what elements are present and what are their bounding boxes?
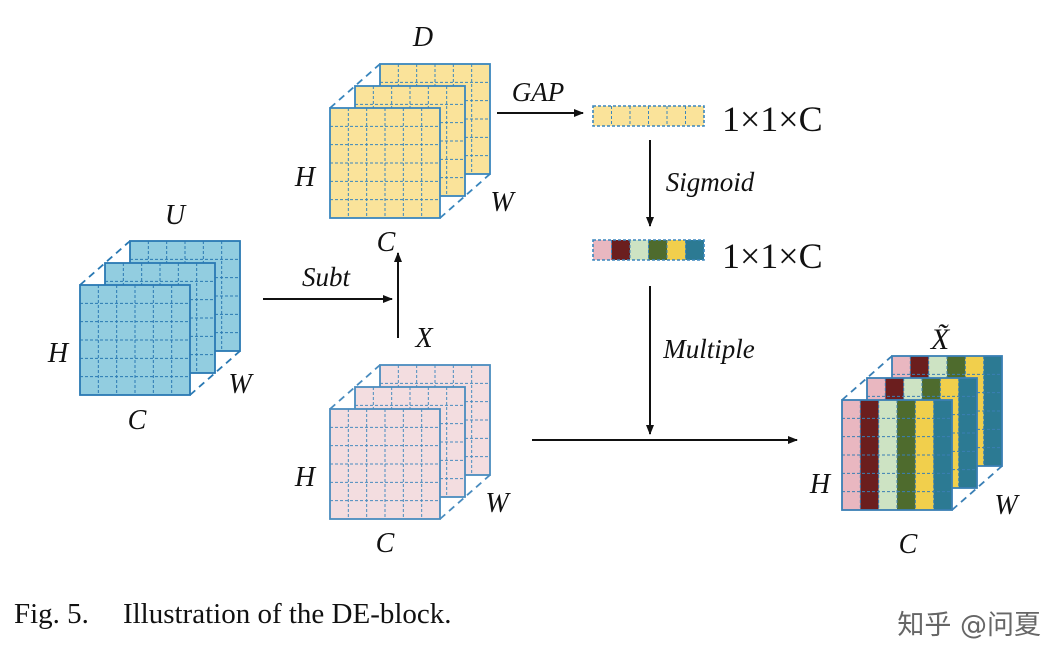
vector-cell	[685, 106, 704, 126]
de-block-diagram: U H W C D H W C X H W C X̃ H W C GAP Sig…	[47, 22, 1020, 560]
figure-caption: Fig. 5. Illustration of the DE-block.	[14, 598, 452, 631]
figure-number: Fig. 5.	[14, 598, 89, 630]
slice-border	[329, 107, 441, 219]
tensor-d	[329, 63, 491, 219]
label-x-c: C	[376, 528, 395, 559]
vector-sigmoid	[592, 239, 705, 261]
slice-border	[841, 399, 953, 511]
label-vec2-dim: 1×1×C	[722, 236, 823, 276]
vector-cell	[611, 106, 630, 126]
slice-border	[329, 408, 441, 520]
label-gap: GAP	[512, 77, 564, 107]
watermark: 知乎 @问夏	[897, 610, 1041, 641]
vector-cell	[648, 106, 667, 126]
label-vec1-dim: 1×1×C	[722, 99, 823, 139]
label-xtilde-h: H	[809, 469, 832, 500]
channel-column	[842, 400, 861, 510]
label-multiple: Multiple	[662, 334, 754, 364]
label-xtilde-w: W	[994, 490, 1020, 521]
vector-border	[592, 239, 705, 261]
figure-caption-text: Illustration of the DE-block.	[122, 598, 452, 630]
slice	[79, 284, 191, 396]
vector-cell	[667, 106, 686, 126]
label-u-c: C	[128, 405, 147, 436]
tensor-u	[79, 240, 241, 396]
label-d-h: H	[294, 162, 317, 193]
label-d-w: W	[490, 187, 516, 218]
label-u-w: W	[228, 369, 254, 400]
label-x-h: H	[294, 462, 317, 493]
vector-cell	[611, 240, 630, 260]
slice	[329, 408, 441, 520]
slice	[329, 107, 441, 219]
slice	[841, 399, 953, 511]
label-d: D	[412, 22, 433, 53]
label-u: U	[165, 200, 187, 231]
label-xtilde: X̃	[930, 323, 951, 356]
tensor-xtilde	[841, 355, 1003, 511]
vector-cell	[685, 240, 704, 260]
vector-cell	[630, 240, 649, 260]
channel-column	[897, 400, 916, 510]
label-x-w: W	[485, 488, 511, 519]
label-xtilde-c: C	[899, 529, 918, 560]
vector-cell	[630, 106, 649, 126]
label-subt: Subt	[302, 262, 352, 292]
vector-cell	[593, 106, 612, 126]
tensor-x	[329, 364, 491, 520]
label-sigmoid: Sigmoid	[666, 167, 755, 197]
vector-cell	[667, 240, 686, 260]
vector-cell	[593, 240, 612, 260]
slice-border	[79, 284, 191, 396]
label-u-h: H	[47, 338, 70, 369]
vector-cell	[648, 240, 667, 260]
vector-border	[592, 105, 705, 127]
label-x: X	[414, 323, 433, 354]
label-d-c: C	[377, 227, 396, 258]
vector-gap	[592, 105, 705, 127]
